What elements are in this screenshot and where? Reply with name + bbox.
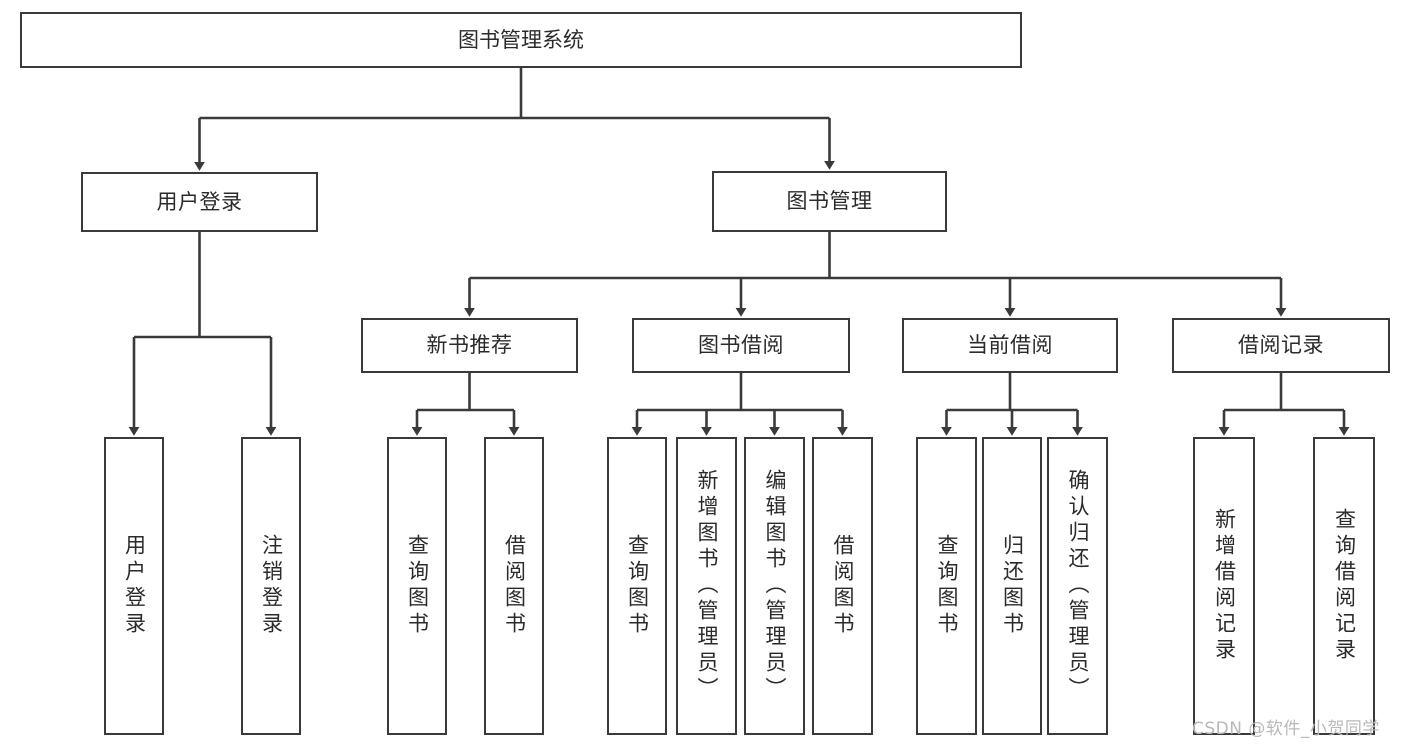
node-l2-新书推荐[interactable]: 新书推荐: [361, 318, 578, 373]
node-label: 新书推荐: [426, 333, 513, 358]
node-leaf-4-查询图书[interactable]: 查询图书: [607, 437, 667, 735]
node-label: 图书借阅: [698, 333, 784, 358]
node-leaf-3-借阅图书[interactable]: 借阅图书: [484, 437, 544, 735]
node-label: 图书管理系统: [458, 27, 584, 52]
node-l2-借阅记录[interactable]: 借阅记录: [1172, 318, 1390, 373]
node-label: 图书管理: [786, 189, 873, 214]
node-label: 借阅图书: [830, 534, 855, 638]
node-l2-图书借阅[interactable]: 图书借阅: [632, 318, 850, 373]
node-leaf-0-用户登录[interactable]: 用户登录: [104, 437, 164, 735]
node-label: 新增图书（管理员）: [694, 469, 719, 703]
node-label: 借阅记录: [1238, 333, 1324, 358]
node-label: 注销登录: [259, 534, 284, 638]
node-leaf-7-借阅图书[interactable]: 借阅图书: [812, 437, 873, 735]
node-leaf-12-查询借阅记录[interactable]: 查询借阅记录: [1313, 437, 1375, 735]
node-leaf-2-查询图书[interactable]: 查询图书: [387, 437, 447, 735]
node-leaf-8-查询图书[interactable]: 查询图书: [916, 437, 977, 735]
node-leaf-1-注销登录[interactable]: 注销登录: [241, 437, 301, 735]
node-root-图书管理系统[interactable]: 图书管理系统: [20, 12, 1022, 68]
watermark: CSDN @软件_小贺同学: [1192, 719, 1380, 739]
node-leaf-11-新增借阅记录[interactable]: 新增借阅记录: [1193, 437, 1255, 735]
node-label: 查询图书: [934, 534, 959, 638]
node-label: 查询图书: [405, 534, 430, 638]
node-leaf-6-编辑图书管理员[interactable]: 编辑图书（管理员）: [744, 437, 805, 735]
node-label: 当前借阅: [967, 333, 1053, 358]
node-label: 归还图书: [1000, 534, 1025, 638]
node-l1-用户登录[interactable]: 用户登录: [81, 172, 318, 232]
node-label: 新增借阅记录: [1212, 508, 1237, 664]
node-label: 借阅图书: [502, 534, 527, 638]
node-leaf-5-新增图书管理员[interactable]: 新增图书（管理员）: [676, 437, 737, 735]
node-label: 用户登录: [122, 534, 147, 638]
node-label: 确认归还（管理员）: [1065, 469, 1090, 703]
node-l1-图书管理[interactable]: 图书管理: [712, 171, 947, 232]
node-label: 编辑图书（管理员）: [762, 469, 787, 703]
node-label: 用户登录: [156, 189, 243, 214]
node-label: 查询借阅记录: [1332, 508, 1357, 664]
node-leaf-10-确认归还管理员[interactable]: 确认归还（管理员）: [1047, 437, 1108, 735]
node-leaf-9-归还图书[interactable]: 归还图书: [982, 437, 1042, 735]
node-l2-当前借阅[interactable]: 当前借阅: [902, 318, 1118, 373]
node-label: 查询图书: [625, 534, 650, 638]
